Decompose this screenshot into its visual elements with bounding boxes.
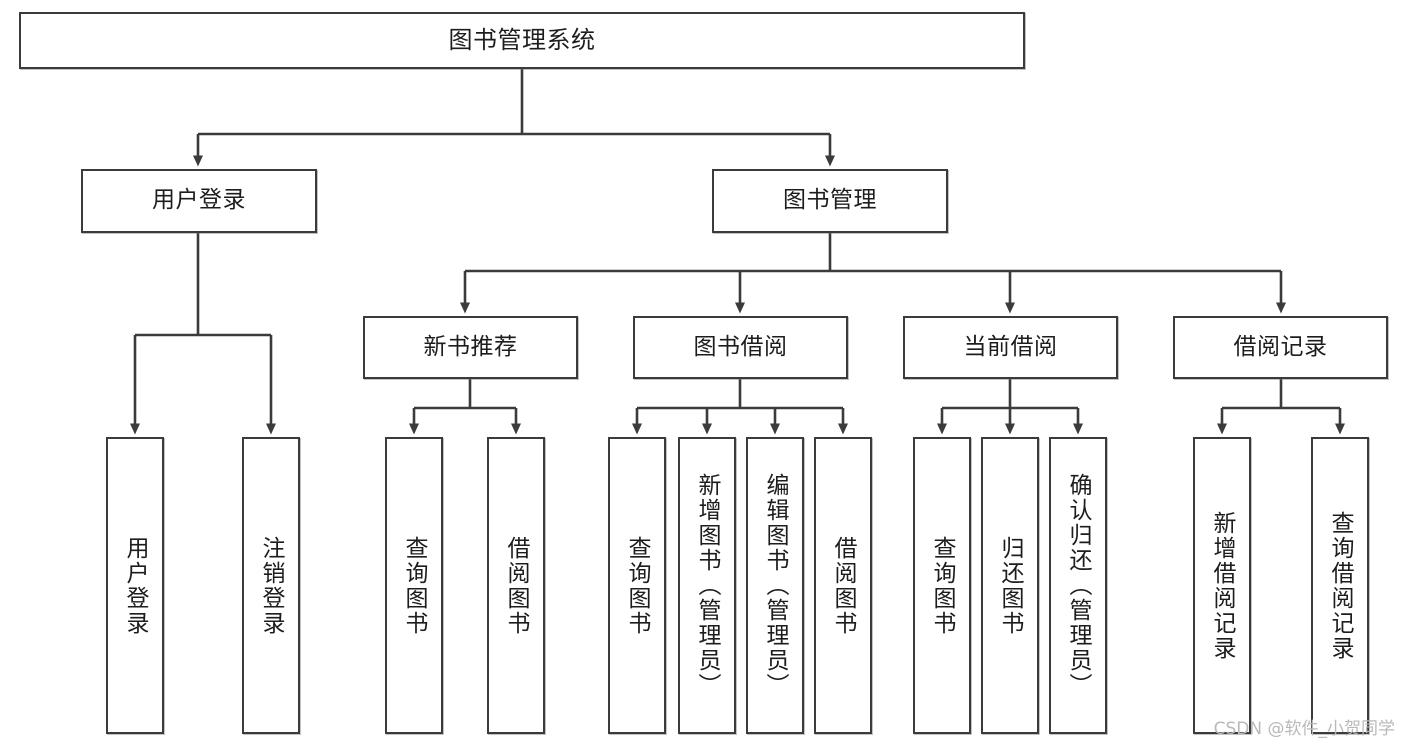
node-root-system[interactable]: 图书管理系统 <box>19 12 1025 69</box>
node-label: 新增借阅记录 <box>1209 510 1236 661</box>
node-borrow-record[interactable]: 借阅记录 <box>1173 316 1388 379</box>
node-label: 用户登录 <box>152 187 246 214</box>
csdn-watermark: CSDN @软件_小贺同学 <box>1213 719 1395 739</box>
node-label: 确认归还（管理员） <box>1065 473 1092 698</box>
node-label: 新书推荐 <box>423 333 518 360</box>
node-label: 图书管理 <box>783 187 877 214</box>
leaf-borrow-edit-book-admin[interactable]: 编辑图书（管理员） <box>746 437 804 734</box>
leaf-record-query-record[interactable]: 查询借阅记录 <box>1311 437 1369 734</box>
leaf-new-book-query[interactable]: 查询图书 <box>385 437 443 734</box>
leaf-borrow-add-book-admin[interactable]: 新增图书（管理员） <box>678 437 736 734</box>
node-label: 借阅图书 <box>830 535 857 636</box>
node-label: 新增图书（管理员） <box>694 473 721 698</box>
node-label: 图书借阅 <box>693 333 788 360</box>
node-current-borrow[interactable]: 当前借阅 <box>903 316 1118 379</box>
leaf-current-query-book[interactable]: 查询图书 <box>913 437 971 734</box>
node-label: 编辑图书（管理员） <box>762 473 789 698</box>
node-new-book-recommend[interactable]: 新书推荐 <box>363 316 578 379</box>
node-label: 查询图书 <box>624 535 651 636</box>
node-label: 借阅记录 <box>1233 333 1328 360</box>
node-label: 借阅图书 <box>503 535 530 636</box>
node-label: 查询图书 <box>929 535 956 636</box>
leaf-current-confirm-return-admin[interactable]: 确认归还（管理员） <box>1049 437 1107 734</box>
node-label: 查询图书 <box>401 535 428 636</box>
node-user-login[interactable]: 用户登录 <box>81 169 317 233</box>
leaf-record-add-record[interactable]: 新增借阅记录 <box>1193 437 1251 734</box>
leaf-borrow-borrow-book[interactable]: 借阅图书 <box>814 437 872 734</box>
node-label: 当前借阅 <box>963 333 1058 360</box>
leaf-user-login-login[interactable]: 用户登录 <box>106 437 164 734</box>
node-book-management[interactable]: 图书管理 <box>712 169 948 233</box>
node-label: 用户登录 <box>122 535 149 636</box>
leaf-user-login-logout[interactable]: 注销登录 <box>242 437 300 734</box>
leaf-new-book-borrow[interactable]: 借阅图书 <box>487 437 545 734</box>
node-label: 注销登录 <box>258 535 285 636</box>
leaf-current-return-book[interactable]: 归还图书 <box>981 437 1039 734</box>
node-book-borrow[interactable]: 图书借阅 <box>633 316 848 379</box>
node-label: 归还图书 <box>997 535 1024 636</box>
node-label: 查询借阅记录 <box>1327 510 1354 661</box>
node-label: 图书管理系统 <box>448 26 596 55</box>
leaf-borrow-query-book[interactable]: 查询图书 <box>608 437 666 734</box>
